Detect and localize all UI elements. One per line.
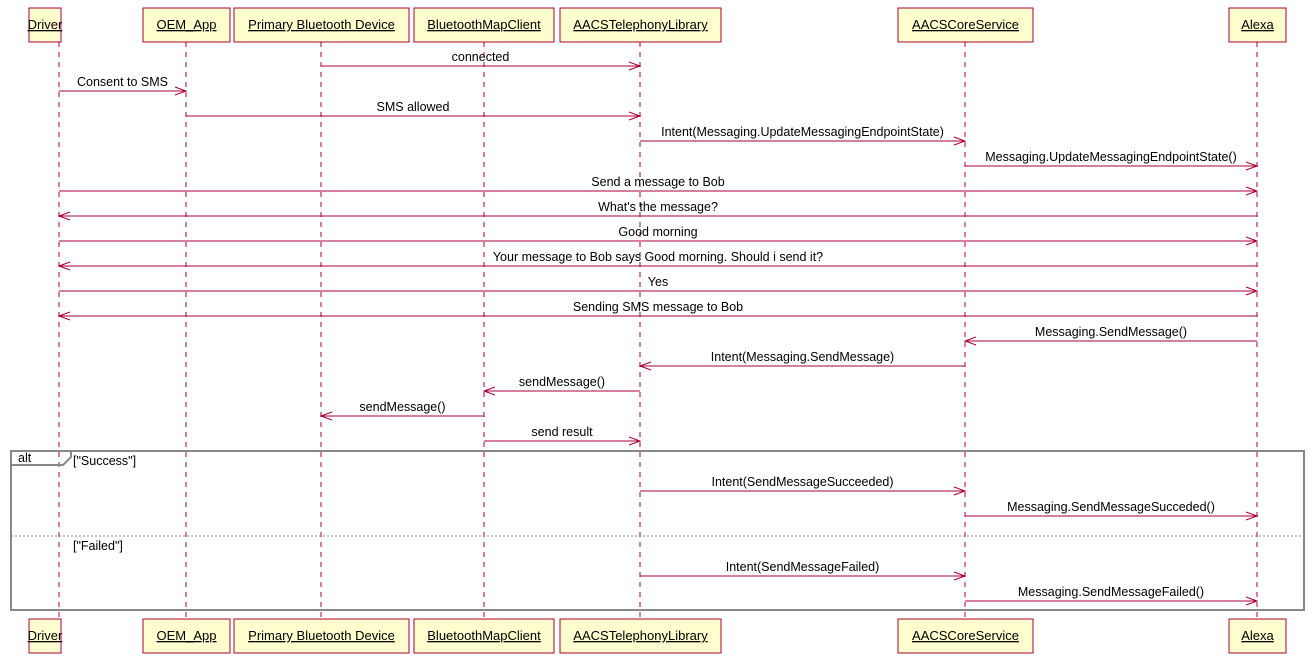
alt-fragment-frame <box>10 450 1305 611</box>
message-arrowhead <box>1245 236 1259 246</box>
participant-label-pbd: Primary Bluetooth Device <box>248 628 395 643</box>
participant-label-bmc: BluetoothMapClient <box>427 628 541 643</box>
message-label: Messaging.SendMessage() <box>1035 325 1187 339</box>
message-arrowhead <box>57 211 71 221</box>
participant-box-oem-bottom <box>142 618 231 654</box>
participant-label-bmc: BluetoothMapClient <box>427 17 541 32</box>
participant-label-pbd: Primary Bluetooth Device <box>248 17 395 32</box>
message-label: What's the message? <box>598 200 718 214</box>
message-arrowhead <box>638 361 652 371</box>
participant-box-pbd-top <box>233 7 410 43</box>
message-label: send result <box>531 425 593 439</box>
message-label: Intent(SendMessageSucceeded) <box>711 475 893 489</box>
message-arrowhead <box>174 86 188 96</box>
alt-guard-label: ["Failed"] <box>73 539 123 553</box>
participant-box-acs-bottom <box>897 618 1034 654</box>
participant-box-pbd-bottom <box>233 618 410 654</box>
message-label: Consent to SMS <box>77 75 168 89</box>
participant-box-oem-top <box>142 7 231 43</box>
alt-fragment-label: alt <box>18 451 32 465</box>
message-arrowhead <box>628 61 642 71</box>
message-label: sendMessage() <box>519 375 605 389</box>
message-arrowhead <box>953 486 967 496</box>
message-arrowhead <box>1245 511 1259 521</box>
message-arrowhead <box>319 411 333 421</box>
message-arrowhead <box>57 261 71 271</box>
message-label: Intent(Messaging.UpdateMessagingEndpoint… <box>661 125 944 139</box>
message-arrowhead <box>57 311 71 321</box>
participant-box-driver-bottom <box>28 618 62 654</box>
message-label: connected <box>452 50 510 64</box>
message-arrowhead <box>1245 186 1259 196</box>
message-label: Messaging.UpdateMessagingEndpointState() <box>985 150 1237 164</box>
message-label: Intent(Messaging.SendMessage) <box>711 350 894 364</box>
participant-label-driver: Driver <box>28 17 63 32</box>
participant-label-oem: OEM_App <box>157 17 217 32</box>
message-arrowhead <box>482 386 496 396</box>
message-arrowhead <box>628 436 642 446</box>
participant-box-alexa-bottom <box>1228 618 1287 654</box>
message-arrowhead <box>963 336 977 346</box>
message-label: Messaging.SendMessageFailed() <box>1018 585 1204 599</box>
participant-label-atl: AACSTelephonyLibrary <box>573 17 708 32</box>
message-arrowhead <box>1245 161 1259 171</box>
message-arrowhead <box>1245 286 1259 296</box>
participant-label-atl: AACSTelephonyLibrary <box>573 628 708 643</box>
message-arrowhead <box>953 136 967 146</box>
participant-label-acs: AACSCoreService <box>912 17 1019 32</box>
alt-fragment-tab <box>11 451 72 466</box>
participant-label-alexa: Alexa <box>1241 628 1274 643</box>
participant-box-bmc-bottom <box>413 618 555 654</box>
participant-box-atl-bottom <box>559 618 722 654</box>
participant-label-oem: OEM_App <box>157 628 217 643</box>
participant-box-driver-top <box>28 7 62 43</box>
message-label: Intent(SendMessageFailed) <box>726 560 880 574</box>
participant-box-bmc-top <box>413 7 555 43</box>
message-arrowhead <box>953 571 967 581</box>
message-label: Good morning <box>618 225 697 239</box>
message-label: Your message to Bob says Good morning. S… <box>493 250 823 264</box>
participant-box-atl-top <box>559 7 722 43</box>
message-arrowhead <box>628 111 642 121</box>
participant-box-alexa-top <box>1228 7 1287 43</box>
message-label: sendMessage() <box>359 400 445 414</box>
message-label: Send a message to Bob <box>591 175 724 189</box>
participant-label-acs: AACSCoreService <box>912 628 1019 643</box>
message-label: Messaging.SendMessageSucceded() <box>1007 500 1215 514</box>
participant-label-driver: Driver <box>28 628 63 643</box>
alt-guard-label: ["Success"] <box>73 454 136 468</box>
message-arrowhead <box>1245 596 1259 606</box>
participant-label-alexa: Alexa <box>1241 17 1274 32</box>
message-label: Sending SMS message to Bob <box>573 300 743 314</box>
message-label: Yes <box>648 275 668 289</box>
message-label: SMS allowed <box>377 100 450 114</box>
participant-box-acs-top <box>897 7 1034 43</box>
